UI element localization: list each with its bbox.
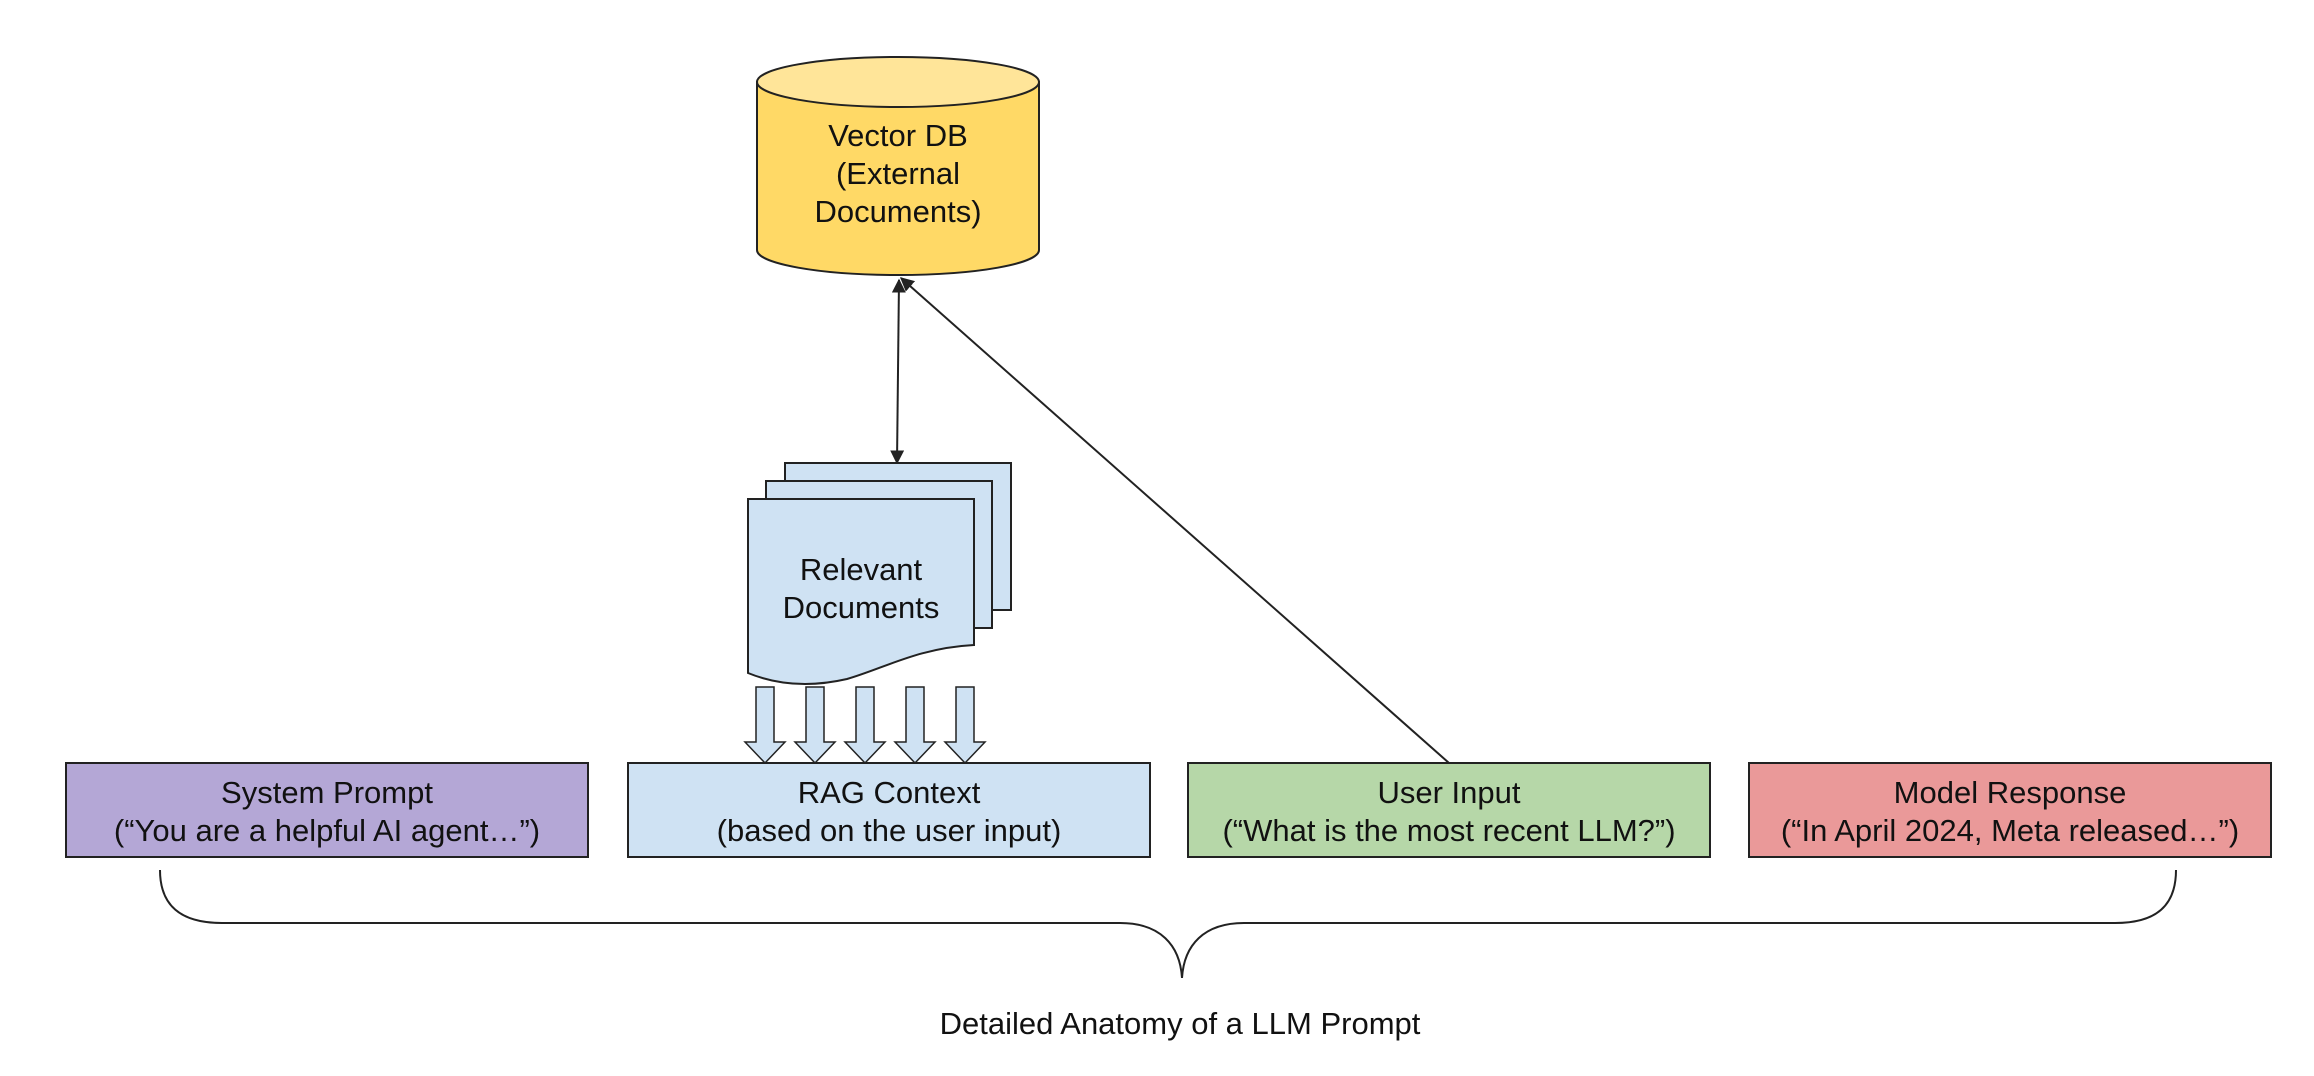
rag-context-title: RAG Context [798,775,981,810]
documents-label-line2: Documents [783,590,940,625]
block-arrow-down [793,686,837,765]
rag-context-box: RAG Context (based on the user input) [627,762,1151,858]
system-prompt-box: System Prompt (“You are a helpful AI age… [65,762,589,858]
model-response-example: (“In April 2024, Meta released…”) [1781,813,2239,848]
rag-context-example: (based on the user input) [717,813,1062,848]
block-arrow-down [743,686,787,765]
user-input-box: User Input (“What is the most recent LLM… [1187,762,1711,858]
documents-to-rag-arrows [743,686,987,765]
vector-db-cylinder: Vector DB (External Documents) [756,56,1040,276]
model-response-rect [1748,762,2272,858]
diagram-caption: Detailed Anatomy of a LLM Prompt [940,1006,1421,1041]
block-arrow-down [893,686,937,765]
document-sheet-front [747,498,975,685]
model-response-box: Model Response (“In April 2024, Meta rel… [1748,762,2272,858]
block-arrow-down [843,686,887,765]
grouping-brace [159,869,2177,979]
user-input-example: (“What is the most recent LLM?”) [1222,813,1675,848]
db-documents-connector [890,278,906,465]
system-prompt-example: (“You are a helpful AI agent…”) [114,813,540,848]
cylinder-body [756,81,1040,276]
vector-db-label-line3: Documents) [814,194,981,229]
user-input-rect [1187,762,1711,858]
model-response-title: Model Response [1894,775,2127,810]
user-input-to-db-arrow [899,277,1450,764]
system-prompt-rect [65,762,589,858]
cylinder-top [756,56,1040,108]
documents-label-line1: Relevant [800,552,923,587]
relevant-documents-stack: Relevant Documents [747,462,1012,685]
block-arrow-down [943,686,987,765]
user-input-title: User Input [1377,775,1520,810]
rag-context-rect [627,762,1151,858]
vector-db-label-line2: (External [836,156,960,191]
vector-db-label-line1: Vector DB [828,118,968,153]
system-prompt-title: System Prompt [221,775,433,810]
